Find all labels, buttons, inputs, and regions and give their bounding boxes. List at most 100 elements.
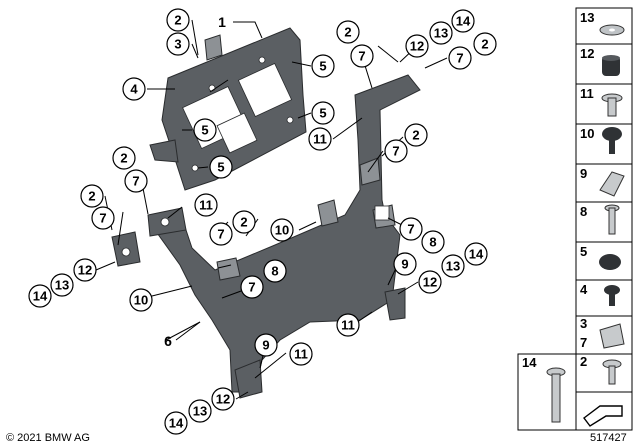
legend-item-2: 2 xyxy=(575,353,633,393)
legend-item-10: 10 xyxy=(575,123,633,165)
svg-text:14: 14 xyxy=(169,416,184,431)
svg-text:7: 7 xyxy=(407,222,414,237)
callout-5-b: 5 xyxy=(311,101,335,125)
callout-7-f: 7 xyxy=(91,206,115,230)
legend-direction-cell xyxy=(575,391,633,431)
svg-text:11: 11 xyxy=(294,347,308,362)
callout-7-d: 7 xyxy=(384,139,408,163)
svg-text:5: 5 xyxy=(201,123,208,138)
callout-2-f: 2 xyxy=(80,184,104,208)
legend-item-8: 8 xyxy=(575,201,633,243)
svg-text:5: 5 xyxy=(580,244,587,259)
svg-text:5: 5 xyxy=(319,106,326,121)
svg-text:2: 2 xyxy=(120,151,127,166)
upper-bracket-illustration xyxy=(149,27,307,191)
push-rivet-icon xyxy=(602,127,622,141)
svg-text:12: 12 xyxy=(580,46,594,61)
svg-text:7: 7 xyxy=(217,227,224,242)
callout-11-d: 11 xyxy=(289,342,313,366)
callout-13-a: 13 xyxy=(429,21,453,45)
clip-nut-icon xyxy=(599,171,625,197)
callout-3-a: 3 xyxy=(166,32,190,56)
svg-text:6: 6 xyxy=(164,333,172,349)
svg-text:10: 10 xyxy=(580,126,594,141)
copyright-text: © 2021 BMW AG xyxy=(6,432,90,444)
callout-9-a: 9 xyxy=(393,252,417,276)
legend-item-14: 14 xyxy=(517,353,577,431)
svg-text:14: 14 xyxy=(469,247,484,262)
svg-text:3: 3 xyxy=(174,37,181,52)
svg-text:11: 11 xyxy=(580,86,594,101)
svg-text:2: 2 xyxy=(481,37,488,52)
svg-text:2: 2 xyxy=(580,354,587,369)
svg-text:8: 8 xyxy=(580,204,587,219)
svg-text:14: 14 xyxy=(456,14,471,29)
callout-11-c: 11 xyxy=(336,313,360,337)
callout-2-d: 2 xyxy=(404,123,428,147)
callout-6: 6 xyxy=(164,333,172,349)
grommet-icon xyxy=(602,56,620,76)
svg-text:10: 10 xyxy=(134,293,148,308)
callout-4: 4 xyxy=(122,77,146,101)
svg-text:2: 2 xyxy=(240,215,247,230)
callout-7-i: 7 xyxy=(240,275,264,299)
svg-text:11: 11 xyxy=(341,318,355,333)
svg-text:13: 13 xyxy=(446,259,460,274)
direction-arrow-icon xyxy=(583,405,623,427)
callout-5-a: 5 xyxy=(311,54,335,78)
svg-text:2: 2 xyxy=(412,128,419,143)
svg-text:12: 12 xyxy=(78,263,92,278)
callout-14-d: 14 xyxy=(164,411,188,435)
callout-2-e: 2 xyxy=(112,146,136,170)
callout-14-b: 14 xyxy=(28,284,52,308)
svg-text:10: 10 xyxy=(275,223,289,238)
svg-text:2: 2 xyxy=(88,189,95,204)
svg-text:5: 5 xyxy=(217,160,224,175)
legend-item-12: 12 xyxy=(575,43,633,85)
svg-text:12: 12 xyxy=(410,39,424,54)
legend-item-3-7: 3 7 xyxy=(575,315,633,355)
svg-text:5: 5 xyxy=(319,59,326,74)
callout-7-g: 7 xyxy=(209,222,233,246)
svg-text:13: 13 xyxy=(193,404,207,419)
callout-12-a: 12 xyxy=(405,34,429,58)
svg-text:8: 8 xyxy=(429,235,436,250)
callout-14-c: 14 xyxy=(464,242,488,266)
callout-11-a: 11 xyxy=(308,127,332,151)
svg-text:7: 7 xyxy=(456,51,463,66)
svg-text:11: 11 xyxy=(313,132,327,147)
svg-text:9: 9 xyxy=(580,166,587,181)
callout-10-a: 10 xyxy=(270,218,294,242)
svg-text:9: 9 xyxy=(262,338,269,353)
callout-5-c: 5 xyxy=(193,118,217,142)
callout-2-a: 2 xyxy=(166,8,190,32)
svg-text:4: 4 xyxy=(130,82,138,97)
callout-2-c: 2 xyxy=(473,32,497,56)
svg-text:11: 11 xyxy=(199,198,213,213)
callout-8-a: 8 xyxy=(421,230,445,254)
svg-text:7: 7 xyxy=(132,174,139,189)
svg-text:2: 2 xyxy=(344,25,351,40)
callout-2-b: 2 xyxy=(336,20,360,44)
svg-text:14: 14 xyxy=(33,289,48,304)
parts-legend: 13 12 11 10 9 xyxy=(517,7,633,431)
legend-item-11: 11 xyxy=(575,83,633,125)
svg-text:3: 3 xyxy=(580,316,587,331)
leader-6 xyxy=(175,321,201,341)
callout-13-d: 13 xyxy=(188,399,212,423)
legend-item-5: 5 xyxy=(575,241,633,281)
callout-12-b: 12 xyxy=(73,258,97,282)
callout-9-b: 9 xyxy=(254,333,278,357)
legend-item-9: 9 xyxy=(575,163,633,203)
svg-text:7: 7 xyxy=(99,211,106,226)
callout-14-a: 14 xyxy=(451,9,475,33)
callout-11-b: 11 xyxy=(194,193,218,217)
svg-text:9: 9 xyxy=(401,257,408,272)
svg-text:1: 1 xyxy=(218,14,226,30)
callout-1: 1 xyxy=(218,14,226,30)
callout-8-b: 8 xyxy=(263,259,287,283)
callout-2-g: 2 xyxy=(232,210,256,234)
svg-text:2: 2 xyxy=(174,13,181,28)
callout-7-h: 7 xyxy=(399,217,423,241)
